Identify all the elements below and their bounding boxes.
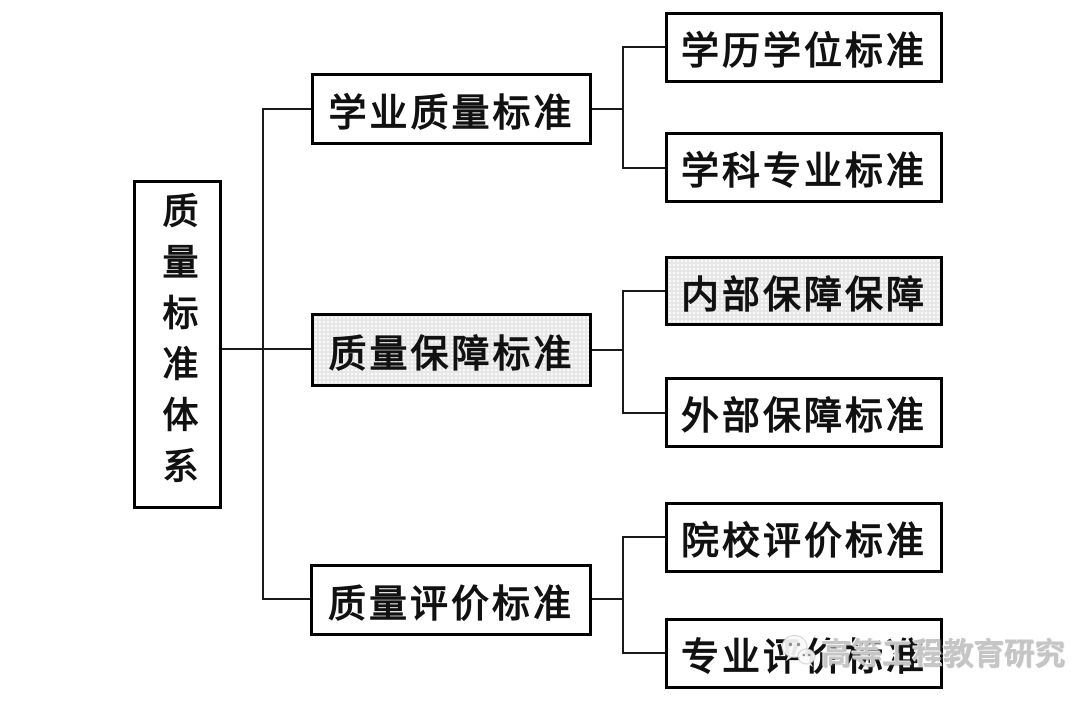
trunk-line bbox=[262, 108, 264, 600]
leaf1-line bbox=[622, 46, 666, 48]
branch-box-academic-quality: 学业质量标准 bbox=[311, 73, 592, 145]
leaf6-line bbox=[622, 652, 666, 654]
root-box-label: 质量标准体系 bbox=[157, 191, 198, 498]
branch3-stub-line bbox=[592, 598, 623, 600]
leaf-box-label: 学历学位标准 bbox=[680, 31, 927, 73]
group1-vertical-line bbox=[622, 46, 624, 169]
leaf-box-discipline-standards: 学科专业标准 bbox=[665, 132, 943, 203]
leaf2-line bbox=[622, 167, 666, 169]
leaf-box-institution-evaluation: 院校评价标准 bbox=[665, 502, 943, 573]
leaf-box-label: 专业评价标准 bbox=[680, 637, 927, 679]
leaf4-line bbox=[622, 412, 666, 414]
leaf5-line bbox=[622, 536, 666, 538]
root-to-branch2-line bbox=[222, 348, 312, 350]
leaf-box-label: 学科专业标准 bbox=[680, 151, 927, 193]
branch1-line bbox=[262, 108, 312, 110]
group2-vertical-line bbox=[622, 290, 624, 414]
branch-box-label: 学业质量标准 bbox=[328, 92, 575, 135]
leaf-box-degree-standards: 学历学位标准 bbox=[665, 12, 943, 83]
leaf-box-label: 外部保障标准 bbox=[680, 396, 927, 438]
branch1-stub-line bbox=[592, 108, 623, 110]
branch-box-quality-assurance: 质量保障标准 bbox=[311, 313, 592, 387]
leaf3-line bbox=[622, 290, 666, 292]
branch-box-label: 质量保障标准 bbox=[328, 333, 575, 376]
branch2-stub-line bbox=[592, 349, 623, 351]
branch3-line bbox=[262, 598, 312, 600]
leaf-box-external-assurance: 外部保障标准 bbox=[665, 377, 943, 448]
root-box-quality-standards-system: 质量标准体系 bbox=[133, 180, 222, 509]
leaf-box-major-evaluation: 专业评价标准 bbox=[665, 618, 943, 689]
leaf-box-internal-assurance: 内部保障保障 bbox=[665, 256, 943, 326]
branch-box-label: 质量评价标准 bbox=[327, 583, 574, 626]
group3-vertical-line bbox=[622, 536, 624, 654]
leaf-box-label: 内部保障保障 bbox=[680, 274, 927, 317]
branch-box-quality-evaluation: 质量评价标准 bbox=[310, 564, 592, 636]
leaf-box-label: 院校评价标准 bbox=[680, 521, 927, 563]
